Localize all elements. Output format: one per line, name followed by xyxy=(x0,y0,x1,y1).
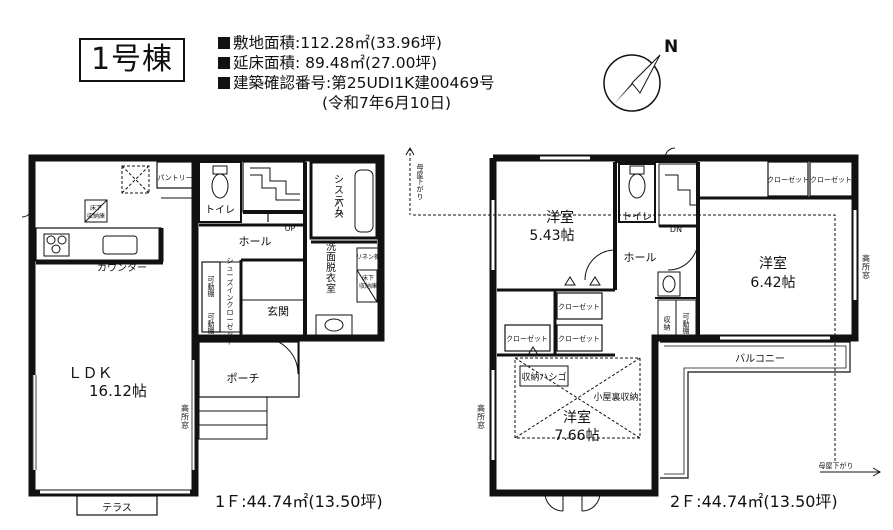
western-room1-size: 5.43帖 xyxy=(529,228,574,244)
western-room2-label: 洋室 xyxy=(759,255,787,272)
balcony-label: バルコニー xyxy=(735,353,785,365)
system-bath-label-2: バス xyxy=(334,198,344,221)
ldk-label: ＬＤＫ xyxy=(67,364,112,382)
storage-label-f2: 収納 xyxy=(664,316,671,331)
western-room3-label: 洋室 xyxy=(563,409,591,426)
western-room2-size: 6.42帖 xyxy=(750,275,795,291)
high-window-label-f2a: 高所窓 xyxy=(477,403,485,430)
high-window-label-f1: 高所窓 xyxy=(181,403,189,430)
floor2-area-label: 2Ｆ:44.74㎡(13.50坪) xyxy=(670,492,838,511)
north-compass-icon: N xyxy=(603,37,678,112)
terrace-label: テラス xyxy=(102,502,132,514)
roof-down-label-f2: 母屋下がり xyxy=(819,461,854,470)
floor2-labels: 洋室 5.43帖 洋室 6.42帖 洋室 7.66帖 トイレ DN ホール クロ… xyxy=(477,175,870,470)
permit-spec: 建築確認番号:第25UDI1K建00469号 xyxy=(218,73,495,93)
closet-label-e: クローゼット xyxy=(558,334,600,343)
up-label: UP xyxy=(285,224,296,233)
floor1-plan xyxy=(21,146,415,516)
storage-ladder-label: 収納ハシゴ xyxy=(521,371,566,383)
site-area-spec: 敷地面積:112.28㎡(33.96坪) xyxy=(218,33,495,53)
hall-label-f2: ホール xyxy=(624,251,657,264)
western-room3-size: 7.66帖 xyxy=(554,428,599,444)
underfloor-label-1: 床下 xyxy=(90,204,102,212)
hall-label-f1: ホール xyxy=(239,235,272,248)
underfloor-label-2: 収納庫 xyxy=(87,212,105,220)
floor1-labels: ＬＤＫ 16.12帖 パントリー 床下 収納庫 カウンター テラス トイレ ホー… xyxy=(67,164,423,515)
linen-shelf-label: リネン棚 xyxy=(356,253,380,261)
counter-label: カウンター xyxy=(97,262,147,274)
ldk-size-label: 16.12帖 xyxy=(89,382,147,400)
closet-label-c: クローゼット xyxy=(558,302,600,311)
high-window-label-f2b: 高所窓 xyxy=(862,253,870,280)
compass-north-label: N xyxy=(664,37,678,57)
closet-label-d: クローゼット xyxy=(506,334,548,343)
movable-shelf-label-f1a: 可動棚 xyxy=(208,276,215,299)
pantry-label: パントリー xyxy=(157,174,192,182)
toilet-label-f2: トイレ xyxy=(622,212,652,223)
underfloor-label-3: 床下 xyxy=(362,274,374,282)
closet-label-a: クローゼット xyxy=(767,175,809,184)
floor1-area-label: 1Ｆ:44.74㎡(13.50坪) xyxy=(215,492,383,511)
western-room1-label: 洋室 xyxy=(546,209,574,226)
dn-label: DN xyxy=(670,225,682,234)
porch-label: ポーチ xyxy=(227,372,260,385)
shoe-closet-label: シューズインクローゼット xyxy=(227,257,234,346)
system-bath-label-1: システム xyxy=(334,175,344,218)
underfloor-label-4: 収納庫 xyxy=(359,282,377,290)
toilet-label-f1: トイレ xyxy=(205,205,235,216)
permit-date: (令和7年6月10日) xyxy=(322,94,452,112)
entrance-label: 玄関 xyxy=(267,304,289,318)
floor-area-spec: 延床面積: 89.48㎡(27.00坪) xyxy=(218,53,495,73)
washroom-label: 洗面脱衣室 xyxy=(326,241,336,295)
closet-label-b: クローゼット xyxy=(810,175,852,184)
attic-storage-label: 小屋裏収納 xyxy=(593,391,638,403)
building-number-title: 1号棟 xyxy=(79,38,185,82)
roof-down-label-f1: 母屋下がり xyxy=(417,164,424,201)
movable-shelf-label-f1b: 可動棚 xyxy=(208,313,215,336)
spec-list: 敷地面積:112.28㎡(33.96坪) 延床面積: 89.48㎡(27.00坪… xyxy=(218,33,495,113)
floor2-plan xyxy=(413,147,882,512)
movable-shelf-label-f2: 可動棚 xyxy=(683,313,690,336)
